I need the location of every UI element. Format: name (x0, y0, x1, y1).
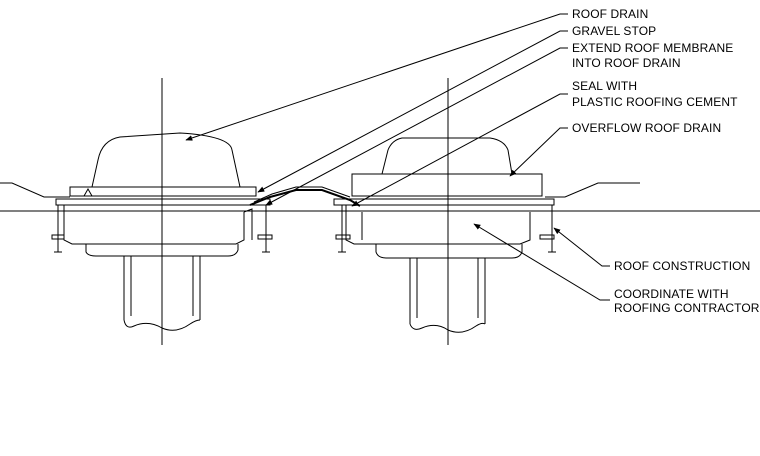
gravel-stop-edge (254, 187, 350, 202)
right-roof-slope (545, 183, 640, 197)
left-roof-drain (52, 78, 272, 345)
overflow-roof-drain (334, 78, 556, 345)
label-coordinate-line2: ROOFING CONTRACTOR (614, 301, 760, 315)
label-roof-construction: ROOF CONSTRUCTION (614, 259, 751, 273)
label-extend-membrane-line2: INTO ROOF DRAIN (572, 56, 681, 70)
label-seal-line2: PLASTIC ROOFING CEMENT (572, 95, 738, 109)
roof-membrane (250, 190, 360, 206)
label-overflow-roof-drain: OVERFLOW ROOF DRAIN (572, 121, 722, 135)
label-roof-drain: ROOF DRAIN (572, 7, 649, 21)
label-gravel-stop: GRAVEL STOP (572, 24, 657, 38)
label-seal-line1: SEAL WITH (572, 79, 638, 93)
label-extend-membrane-line1: EXTEND ROOF MEMBRANE (572, 41, 734, 55)
label-coordinate-line1: COORDINATE WITH (614, 287, 729, 301)
left-roof-slope (0, 183, 70, 197)
leader-lines (185, 14, 610, 300)
